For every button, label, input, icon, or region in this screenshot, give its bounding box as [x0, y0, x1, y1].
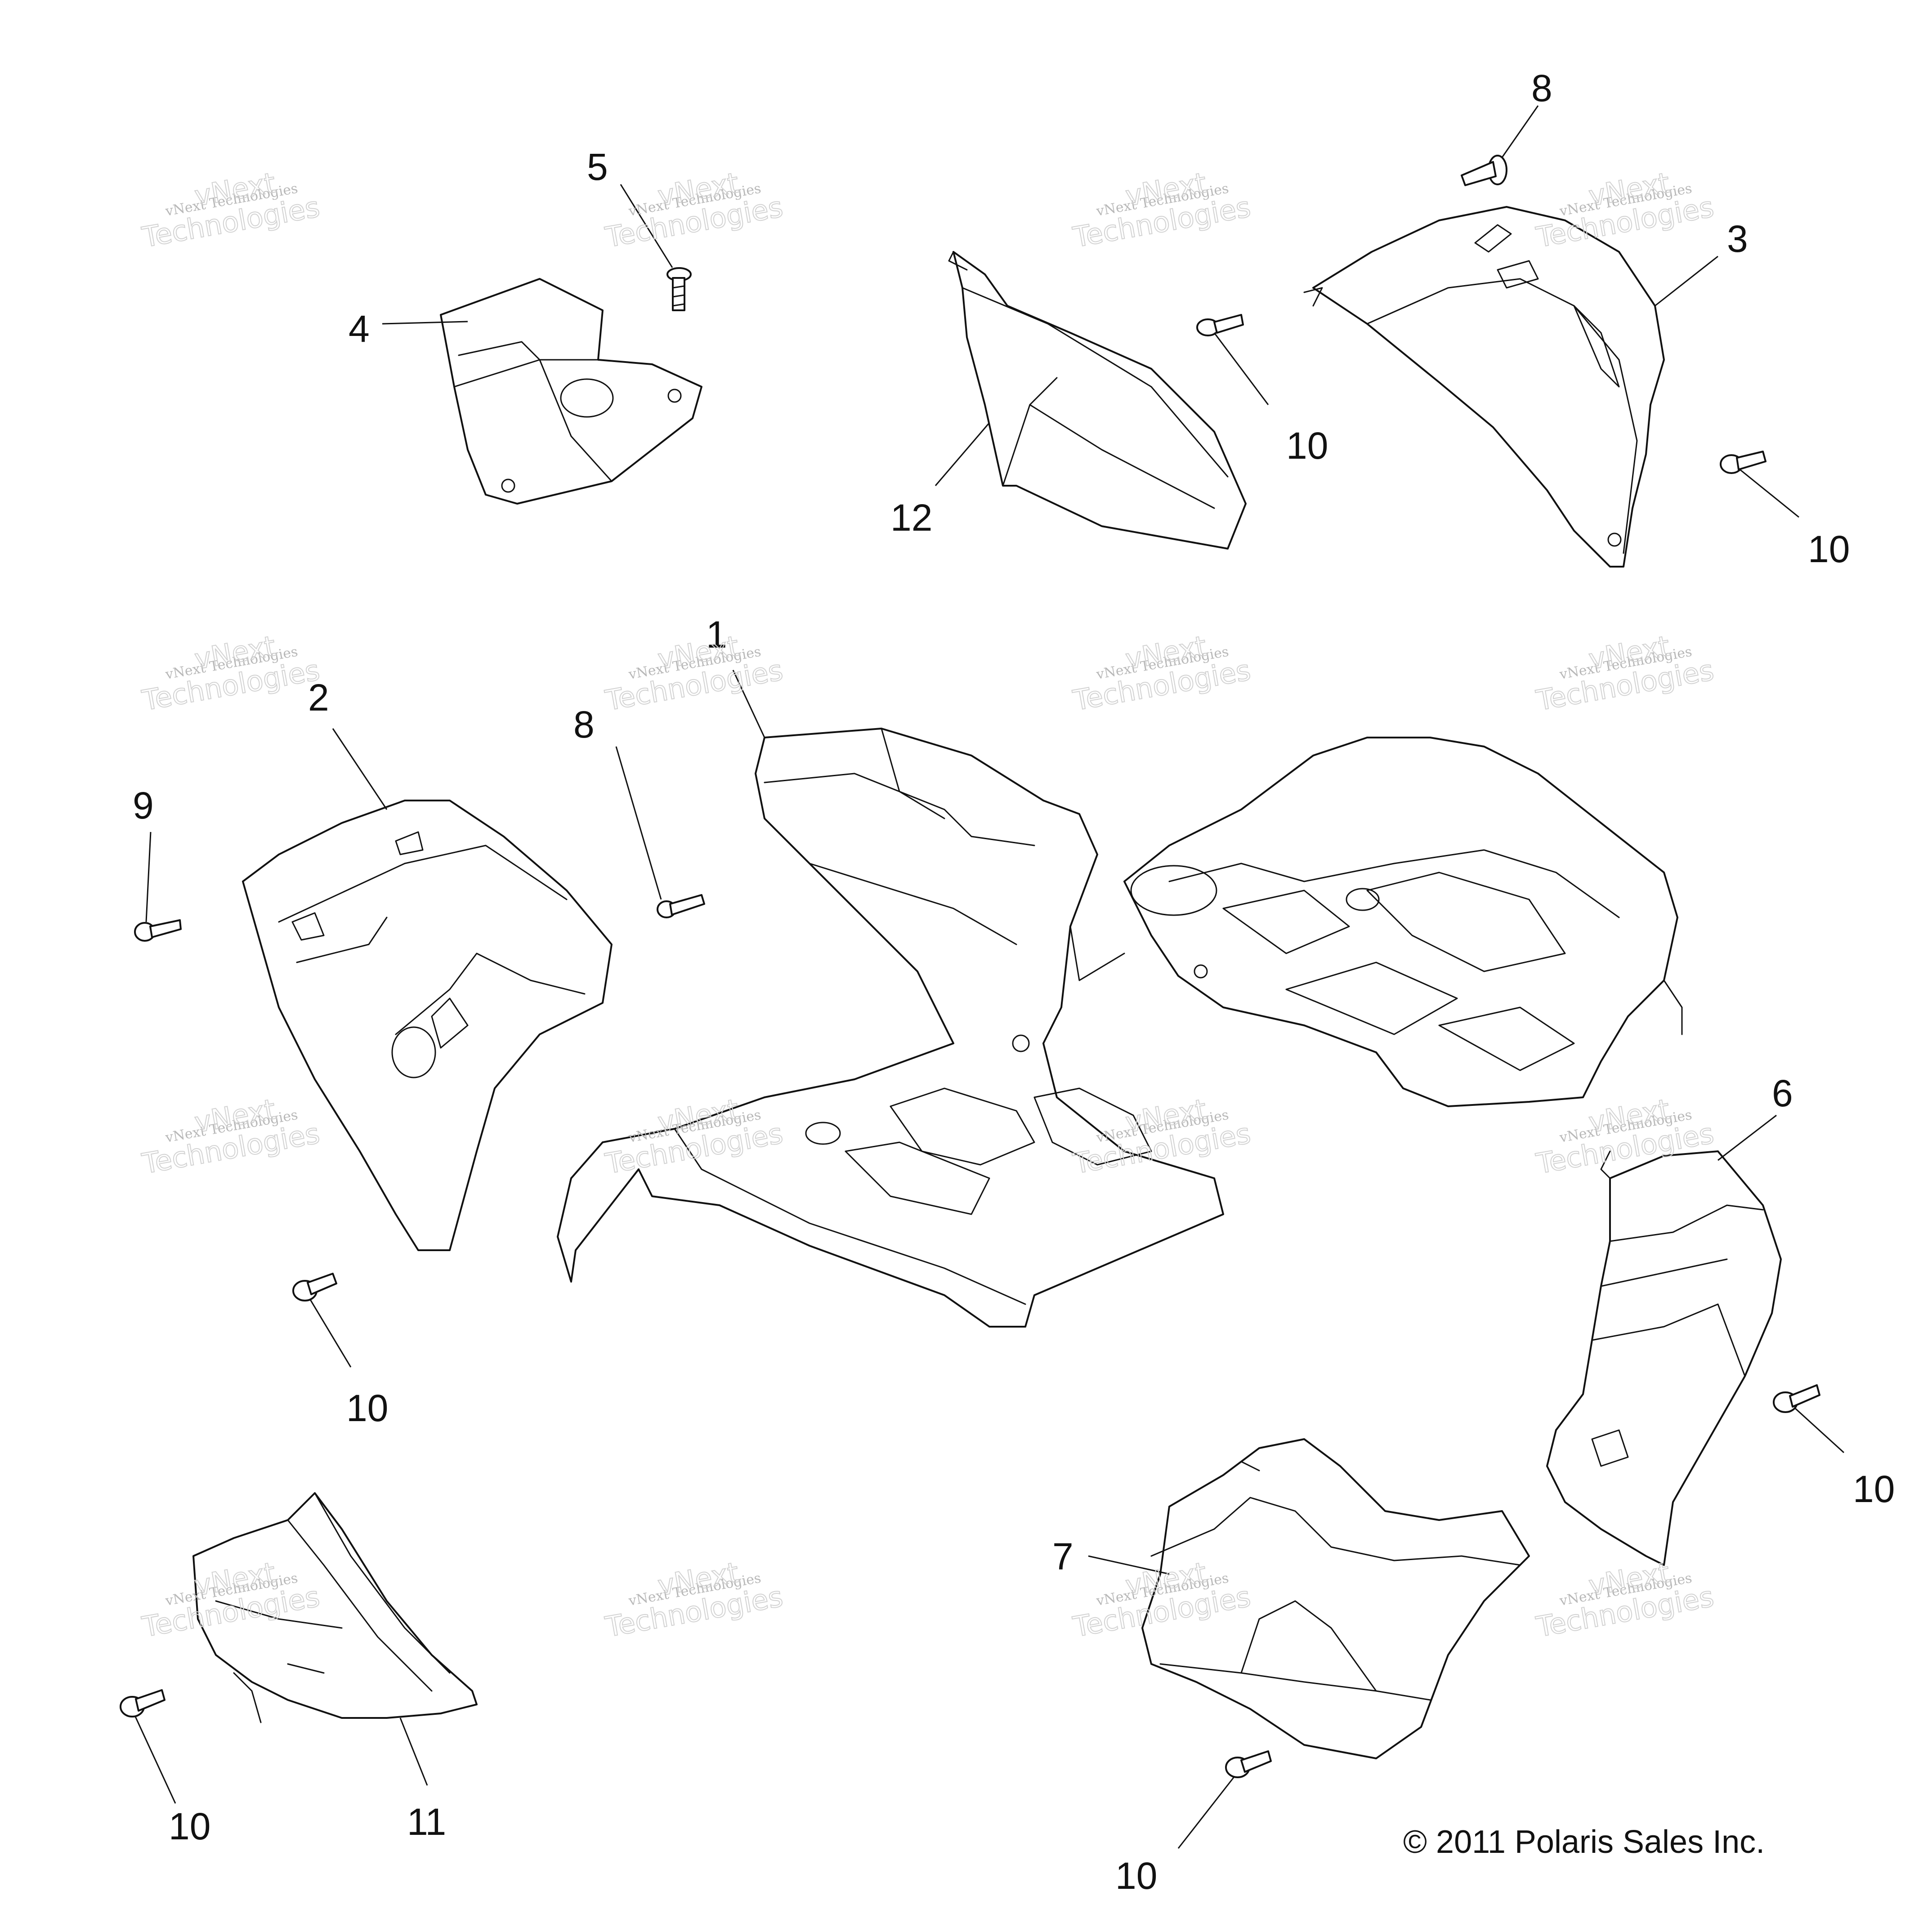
callout-11: 11: [407, 1801, 446, 1843]
callout-3: 3: [1727, 218, 1748, 260]
watermark-6: vNext Technologies vNext Technologies: [602, 629, 786, 717]
part-12-panel: [948, 251, 1247, 550]
callout-10-e: 10: [1115, 1855, 1157, 1897]
callout-9: 9: [133, 784, 154, 827]
part-1-main-fender: [557, 728, 1683, 1328]
copyright-notice: © 2011 Polaris Sales Inc.: [1403, 1824, 1765, 1860]
watermark-9: vNext Technologies vNext Technologies: [139, 1092, 322, 1181]
callout-6: 6: [1772, 1072, 1793, 1114]
callout-10-b: 10: [1808, 528, 1850, 570]
callout-10-a: 10: [1286, 425, 1328, 467]
watermark-8: vNext Technologies vNext Technologies: [1533, 629, 1717, 717]
watermark-16: vNext Technologies vNext Technologies: [1533, 1555, 1717, 1644]
part-8-bolt-top: [1461, 155, 1507, 186]
watermark-1: vNext Technologies vNext Technologies: [139, 165, 322, 254]
part-9-bolt: [134, 919, 182, 942]
watermark-14: vNext Technologies vNext Technologies: [602, 1555, 786, 1644]
part-10-fastener-c: [292, 1273, 337, 1301]
watermark-15: vNext Technologies vNext Technologies: [1070, 1555, 1253, 1644]
part-11-panel: [192, 1492, 478, 1723]
leader-lines: [134, 105, 1845, 1849]
callout-10-f: 10: [169, 1805, 210, 1847]
part-10-fastener-b: [1720, 451, 1767, 474]
part-3-panel: [1303, 206, 1665, 568]
part-2-panel: [242, 800, 613, 1251]
callout-8-top: 8: [1531, 67, 1552, 109]
watermark-3: vNext Technologies vNext Technologies: [1070, 165, 1253, 254]
callout-7: 7: [1052, 1535, 1073, 1578]
watermark-5: vNext Technologies vNext Technologies: [139, 629, 322, 717]
watermark-7: vNext Technologies vNext Technologies: [1070, 629, 1253, 717]
part-10-fastener-f: [120, 1689, 165, 1717]
callout-2: 2: [308, 676, 329, 719]
callout-10-c: 10: [346, 1387, 388, 1429]
part-10-fastener-e: [1225, 1750, 1272, 1778]
callout-1: 1: [706, 613, 727, 656]
callout-10-d: 10: [1853, 1468, 1895, 1510]
watermark-2: vNext Technologies vNext Technologies: [602, 165, 786, 254]
callout-4: 4: [349, 308, 370, 350]
callout-labels: 1 2 3 4 5 6 7 8 8 9 10 10 10 10 10 10 11…: [133, 67, 1895, 1897]
part-8-screw-center: [657, 894, 705, 918]
watermark-4: vNext Technologies vNext Technologies: [1533, 165, 1717, 254]
part-7-cover: [1141, 1438, 1530, 1759]
part-6-panel: [1546, 1150, 1782, 1566]
part-5-screw: [666, 267, 692, 311]
part-10-fastener-a: [1196, 314, 1244, 336]
part-4-cover: [440, 278, 702, 505]
callout-5: 5: [587, 146, 608, 188]
callout-12: 12: [890, 496, 932, 539]
part-10-fastener-d: [1773, 1384, 1820, 1413]
callout-8-center: 8: [573, 703, 595, 746]
